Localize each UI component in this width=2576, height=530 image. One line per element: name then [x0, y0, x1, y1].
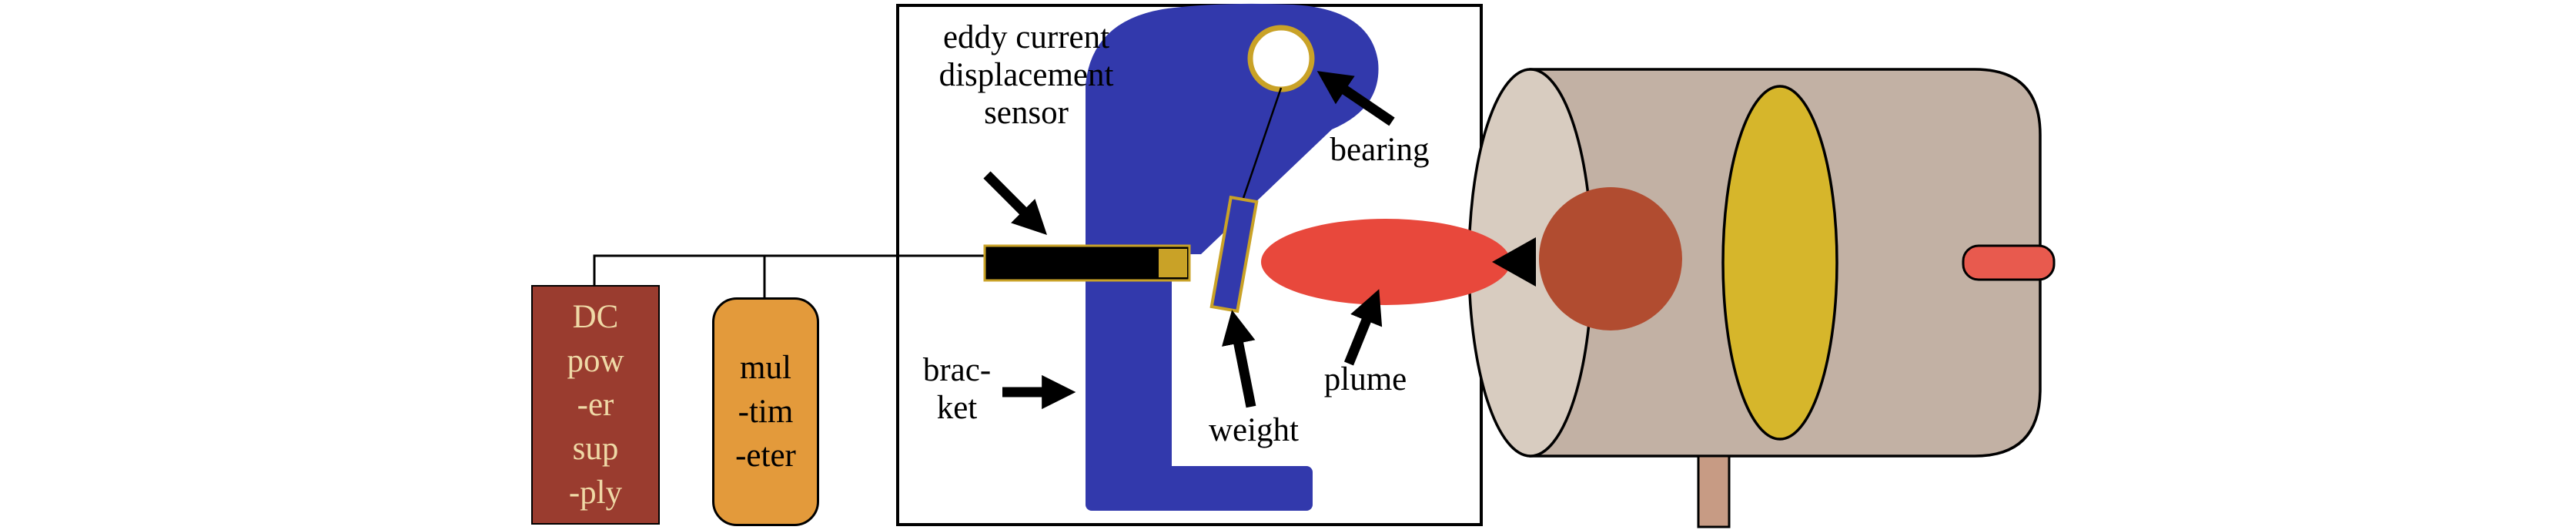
sensor-tip — [1159, 249, 1187, 277]
multimeter-label-line2: -tim — [738, 394, 794, 430]
nozzle-cone — [1492, 237, 1536, 287]
weight-label: weight — [1208, 412, 1300, 448]
bearing-hole — [1247, 25, 1315, 92]
dc-label-line2: pow — [567, 343, 624, 379]
dc-label-line1: DC — [572, 299, 619, 335]
bracket-label-line2: ket — [936, 390, 978, 427]
plume-arrow — [1343, 289, 1383, 366]
chamber-window — [1721, 85, 1838, 441]
bracket-foot — [1086, 466, 1313, 511]
weight-block — [1209, 195, 1259, 314]
sensor-label: eddy current displacement sensor — [899, 18, 1153, 132]
multimeter-label-line1: mul — [740, 350, 791, 386]
weight-group — [1209, 195, 1259, 314]
sensor-label-line1: eddy current — [942, 19, 1110, 55]
wire-dc-to-sensor — [593, 254, 989, 287]
bearing-string — [1239, 87, 1283, 206]
bracket-label: brac- ket — [907, 351, 1007, 427]
chamber-leg — [1697, 455, 1731, 528]
sensor-label-line2: displacement — [938, 57, 1114, 94]
dc-power-supply-box: DC pow -er sup -ply — [531, 285, 660, 525]
plume-label: plume — [1323, 361, 1407, 398]
weight-arrow — [1222, 310, 1256, 408]
dc-label-line3: -er — [577, 387, 614, 423]
sensor-bar — [983, 244, 1191, 282]
feedthrough-rod — [1962, 244, 2056, 281]
dc-label-line5: -ply — [568, 475, 623, 511]
dc-label-line4: sup — [572, 431, 619, 467]
multimeter-box: mul -tim -eter — [712, 297, 819, 526]
sensor-label-line3: sensor — [984, 95, 1069, 132]
target-disc — [1539, 187, 1682, 330]
bearing-arrow — [1316, 71, 1395, 126]
sensor-arrow — [983, 171, 1048, 236]
plume-ellipse — [1261, 219, 1510, 305]
bearing-label: bearing — [1330, 132, 1430, 168]
multimeter-label-line3: -eter — [735, 438, 796, 474]
bracket-label-line1: brac- — [922, 352, 992, 388]
